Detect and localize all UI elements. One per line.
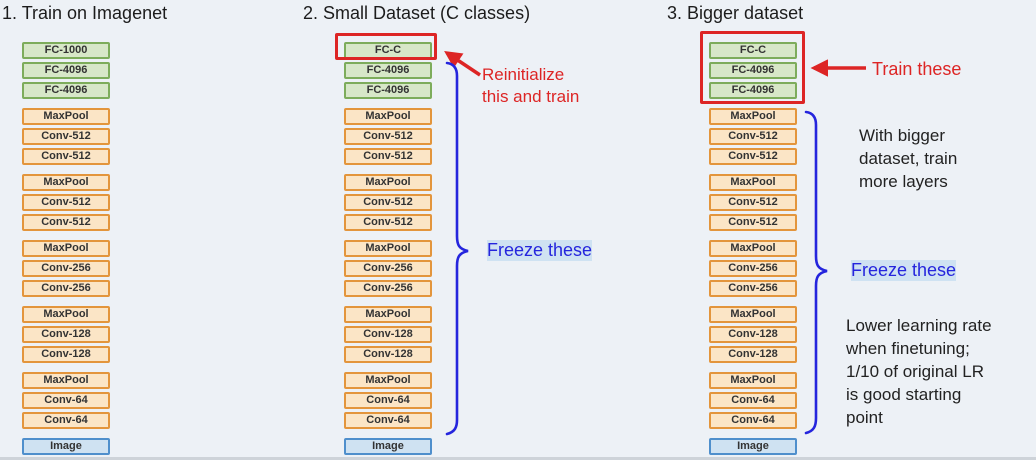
freeze-these-label-bigger-dataset: Freeze these bbox=[851, 260, 957, 281]
column-title-train-imagenet: 1. Train on Imagenet bbox=[2, 3, 168, 23]
layer-box-maxpool: MaxPool bbox=[22, 174, 110, 191]
layer-box-conv-128: Conv-128 bbox=[22, 346, 110, 363]
freeze-these-label-small-dataset: Freeze these bbox=[487, 240, 593, 261]
layer-box-conv-64: Conv-64 bbox=[344, 412, 432, 429]
layer-group: Image bbox=[709, 438, 797, 455]
layer-box-conv-128: Conv-128 bbox=[344, 326, 432, 343]
layer-box-conv-512: Conv-512 bbox=[344, 128, 432, 145]
reinitialize-highlight-box bbox=[335, 33, 437, 60]
column-title-bigger-dataset: 3. Bigger dataset bbox=[667, 3, 804, 23]
column-title-small-dataset: 2. Small Dataset (C classes) bbox=[303, 3, 531, 23]
reinitialize-arrow-icon bbox=[444, 51, 481, 77]
layer-box-conv-512: Conv-512 bbox=[22, 194, 110, 211]
layer-box-conv-128: Conv-128 bbox=[22, 326, 110, 343]
freeze-brace-small-dataset-icon bbox=[445, 61, 469, 436]
layer-box-conv-512: Conv-512 bbox=[344, 214, 432, 231]
layer-box-maxpool: MaxPool bbox=[344, 240, 432, 257]
layer-box-fc-4096: FC-4096 bbox=[344, 82, 432, 99]
layer-box-image: Image bbox=[344, 438, 432, 455]
layer-box-conv-512: Conv-512 bbox=[709, 214, 797, 231]
layer-box-maxpool: MaxPool bbox=[22, 372, 110, 389]
layer-group: Image bbox=[22, 438, 110, 455]
layer-box-conv-512: Conv-512 bbox=[709, 194, 797, 211]
train-these-label: Train these bbox=[872, 59, 962, 79]
reinitialize-label: Reinitialize this and train bbox=[482, 65, 580, 106]
layer-box-maxpool: MaxPool bbox=[709, 174, 797, 191]
freeze-brace-bigger-dataset-icon bbox=[804, 110, 828, 435]
layer-box-fc-4096: FC-4096 bbox=[709, 82, 797, 99]
layer-box-maxpool: MaxPool bbox=[344, 306, 432, 323]
layer-box-maxpool: MaxPool bbox=[709, 108, 797, 125]
layer-box-fc-4096: FC-4096 bbox=[344, 62, 432, 79]
layer-box-maxpool: MaxPool bbox=[22, 306, 110, 323]
layer-box-conv-256: Conv-256 bbox=[344, 280, 432, 297]
layer-box-conv-128: Conv-128 bbox=[344, 346, 432, 363]
layer-box-conv-64: Conv-64 bbox=[709, 412, 797, 429]
layer-box-fc-c: FC-C bbox=[709, 42, 797, 59]
layer-box-maxpool: MaxPool bbox=[709, 306, 797, 323]
layer-box-conv-512: Conv-512 bbox=[22, 214, 110, 231]
bigger-dataset-note: With bigger dataset, train more layers bbox=[859, 126, 958, 191]
layer-box-conv-64: Conv-64 bbox=[22, 412, 110, 429]
train-these-highlight-box bbox=[700, 31, 805, 104]
layer-box-conv-256: Conv-256 bbox=[344, 260, 432, 277]
layer-box-conv-64: Conv-64 bbox=[344, 392, 432, 409]
layer-box-maxpool: MaxPool bbox=[22, 240, 110, 257]
layer-box-maxpool: MaxPool bbox=[709, 372, 797, 389]
layer-box-conv-128: Conv-128 bbox=[709, 346, 797, 363]
layer-box-conv-512: Conv-512 bbox=[344, 194, 432, 211]
layer-box-conv-256: Conv-256 bbox=[22, 260, 110, 277]
layer-box-conv-512: Conv-512 bbox=[709, 128, 797, 145]
layer-box-maxpool: MaxPool bbox=[344, 174, 432, 191]
layer-box-conv-256: Conv-256 bbox=[709, 280, 797, 297]
layer-box-conv-512: Conv-512 bbox=[709, 148, 797, 165]
layer-group: Image bbox=[344, 438, 432, 455]
layer-box-fc-4096: FC-4096 bbox=[22, 62, 110, 79]
layer-box-conv-128: Conv-128 bbox=[709, 326, 797, 343]
layer-box-fc-4096: FC-4096 bbox=[22, 82, 110, 99]
bottom-edge-strip bbox=[0, 457, 1036, 460]
layer-box-maxpool: MaxPool bbox=[709, 240, 797, 257]
layer-box-conv-512: Conv-512 bbox=[22, 148, 110, 165]
layer-box-image: Image bbox=[22, 438, 110, 455]
layer-box-maxpool: MaxPool bbox=[22, 108, 110, 125]
layer-box-conv-512: Conv-512 bbox=[22, 128, 110, 145]
layer-box-conv-256: Conv-256 bbox=[709, 260, 797, 277]
layer-box-fc-1000: FC-1000 bbox=[22, 42, 110, 59]
layer-box-fc-4096: FC-4096 bbox=[709, 62, 797, 79]
layer-box-conv-64: Conv-64 bbox=[22, 392, 110, 409]
layer-box-conv-64: Conv-64 bbox=[709, 392, 797, 409]
layer-box-conv-512: Conv-512 bbox=[344, 148, 432, 165]
layer-box-maxpool: MaxPool bbox=[344, 372, 432, 389]
layer-box-maxpool: MaxPool bbox=[344, 108, 432, 125]
layer-box-image: Image bbox=[709, 438, 797, 455]
learning-rate-note: Lower learning rate when finetuning; 1/1… bbox=[846, 316, 992, 427]
layer-box-conv-256: Conv-256 bbox=[22, 280, 110, 297]
